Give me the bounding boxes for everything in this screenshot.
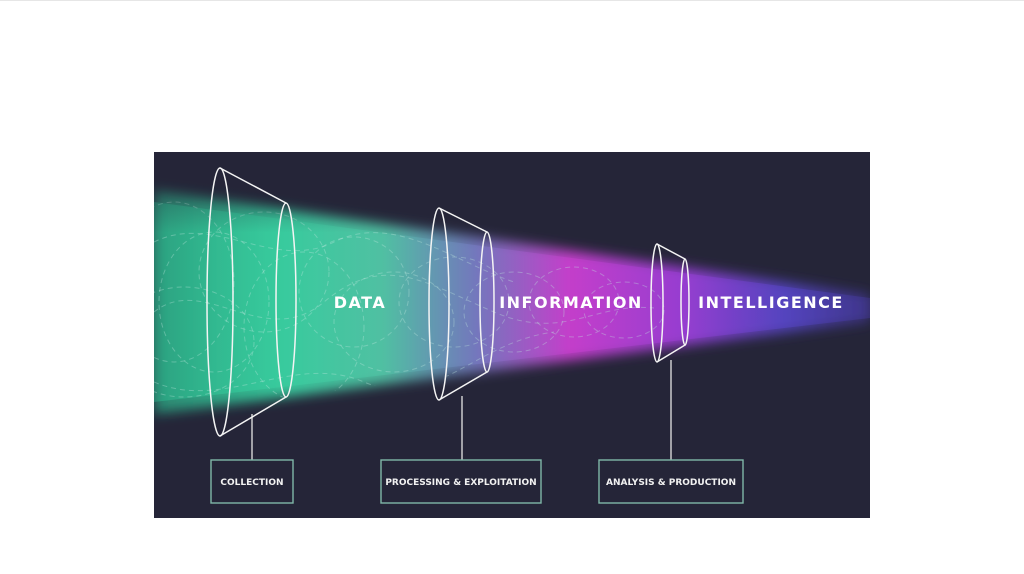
- stage-word-intelligence: INTELLIGENCE: [698, 293, 844, 312]
- top-divider: [0, 0, 1024, 1]
- step-label-processing: PROCESSING & EXPLOITATION: [385, 478, 536, 488]
- stage-word-information: INFORMATION: [499, 293, 643, 312]
- step-label-collection: COLLECTION: [220, 478, 283, 488]
- stage-word-data: DATA: [334, 293, 386, 312]
- step-label-analysis: ANALYSIS & PRODUCTION: [606, 478, 736, 488]
- edge-fade: [154, 152, 870, 518]
- diagram-canvas: DATA INFORMATION INTELLIGENCE COLLECTION…: [154, 152, 870, 518]
- intelligence-cycle-diagram: DATA INFORMATION INTELLIGENCE COLLECTION…: [154, 152, 870, 518]
